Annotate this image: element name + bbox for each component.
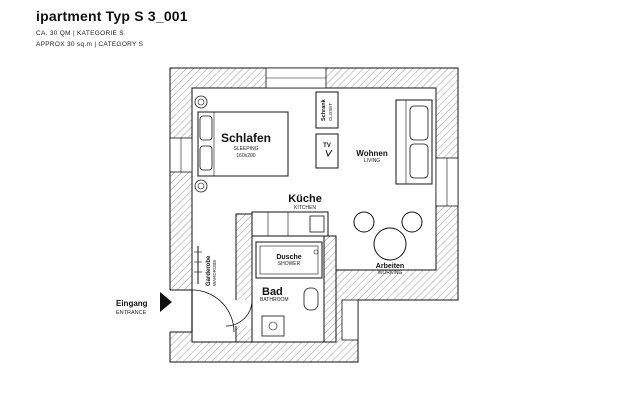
label-entrance: ENTRANCE bbox=[116, 310, 147, 316]
label-kitchen: KITCHEN bbox=[294, 205, 316, 211]
label-eingang: Eingang bbox=[116, 299, 148, 308]
label-bathroom: BATHROOM bbox=[260, 297, 289, 303]
label-living: LIVING bbox=[364, 158, 381, 164]
label-wohnen: Wohnen bbox=[356, 149, 388, 158]
label-kueche: Küche bbox=[288, 193, 322, 205]
washbasin bbox=[261, 315, 285, 337]
label-bad: Bad bbox=[262, 286, 283, 298]
tv-cabinet bbox=[315, 133, 339, 169]
label-sleeping: SLEEPING bbox=[233, 146, 258, 152]
label-schrank: Schrank bbox=[321, 98, 327, 121]
label-wardrobe: WARDROBE bbox=[212, 260, 217, 286]
entrance-opening bbox=[169, 290, 193, 332]
label-schlafen: Schlafen bbox=[221, 131, 271, 145]
label-shower: SHOWER bbox=[278, 261, 301, 267]
chair-left bbox=[353, 211, 375, 233]
window-lower bbox=[341, 299, 359, 341]
label-tv: TV bbox=[323, 143, 331, 149]
chair-right bbox=[401, 211, 423, 233]
pillow-bottom bbox=[199, 145, 213, 171]
bed bbox=[197, 111, 289, 177]
shower bbox=[255, 241, 323, 279]
tv-icon bbox=[325, 149, 333, 158]
label-closet: CLOSET bbox=[328, 103, 333, 121]
label-working: WORKING bbox=[378, 270, 403, 276]
entrance-door-swing bbox=[191, 289, 235, 333]
dining-table bbox=[373, 227, 407, 261]
label-garderobe: Garderobe bbox=[206, 255, 212, 286]
pillow-top bbox=[199, 115, 213, 141]
kitchen-sink bbox=[309, 215, 325, 233]
bath-right-wall bbox=[323, 235, 337, 343]
closet bbox=[315, 91, 339, 129]
label-arbeiten: Arbeiten bbox=[376, 263, 404, 270]
nightstand-lamp-top bbox=[194, 95, 208, 109]
area-english: APPROX 30 sq.m | CATEGORY S bbox=[36, 41, 144, 48]
nightstand-lamp-bottom bbox=[194, 179, 208, 193]
page-title: ipartment Typ S 3_001 bbox=[36, 8, 188, 24]
label-dusche: Dusche bbox=[276, 254, 301, 261]
area-german: CA. 30 QM | KATEGORIE S bbox=[36, 30, 124, 37]
entrance-arrow-icon bbox=[160, 292, 172, 312]
toilet bbox=[303, 287, 319, 311]
label-bed-size: 160x200 bbox=[236, 153, 255, 159]
